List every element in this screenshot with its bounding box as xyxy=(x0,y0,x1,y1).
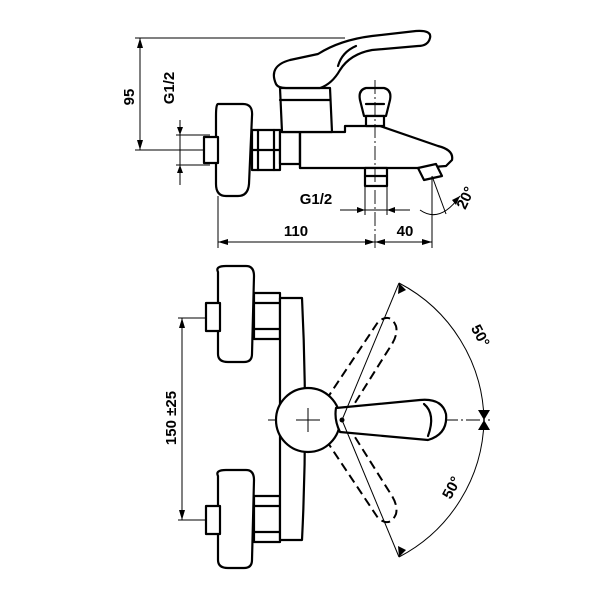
angle-arrow-top xyxy=(398,283,406,294)
dim-150-arrow-bottom xyxy=(179,510,185,520)
lever-handle xyxy=(272,29,432,90)
dim-40-arrow-left xyxy=(375,239,385,245)
angle-20-arrow xyxy=(452,196,460,205)
angle-bottom-label: 50° xyxy=(439,474,465,502)
dim-110-arrow-left xyxy=(218,239,228,245)
angle-arrow-bottom xyxy=(398,546,406,557)
upper-hex-nut xyxy=(252,291,282,341)
dim-g12-left-label: G1/2 xyxy=(161,72,178,105)
dim-g12-bottom-arrow-right xyxy=(387,207,395,213)
dim-40-label: 40 xyxy=(397,223,414,240)
lever-center-position xyxy=(334,398,448,442)
dim-g12-left-arrow-bottom xyxy=(177,165,183,173)
lower-hex-nut xyxy=(252,494,282,544)
cartridge-housing xyxy=(278,86,334,134)
front-view: 150 ±25 xyxy=(163,264,493,570)
dim-150-arrow-top xyxy=(179,318,185,328)
angle-top-label: 50° xyxy=(467,322,493,350)
angle-20-label: 20° xyxy=(453,184,478,212)
dim-110-label: 110 xyxy=(284,223,308,240)
dim-110-arrow-right xyxy=(365,239,375,245)
angle-ray-bottom xyxy=(341,419,400,558)
dim-95-arrow-top xyxy=(137,38,143,48)
lever-position-down xyxy=(325,425,398,524)
lever-position-up xyxy=(325,316,398,415)
dim-95-arrow-bottom xyxy=(137,140,143,150)
wall-flange xyxy=(214,102,254,198)
lower-flange xyxy=(216,468,256,570)
angle-arrow-mid-bottom xyxy=(478,420,490,430)
dim-95-label: 95 xyxy=(121,89,138,106)
angle-arc-top xyxy=(398,282,485,421)
angle-ray-top xyxy=(341,282,400,421)
lever-tip-curve xyxy=(422,402,433,438)
connector-stub-left xyxy=(202,135,220,165)
angle-arc-bottom xyxy=(398,419,485,558)
lower-connector-stub xyxy=(204,504,222,536)
dim-g12-bottom-label: G1/2 xyxy=(300,191,333,208)
spout-aerator xyxy=(416,162,444,182)
lever-handle-crease xyxy=(336,44,358,68)
angle-20-ref-tilted xyxy=(431,175,447,215)
dim-g12-left-arrow-top xyxy=(177,127,183,135)
dim-150-label: 150 ±25 xyxy=(163,391,180,445)
dim-g12-bottom-arrow-left xyxy=(357,207,365,213)
dim-40-arrow-right xyxy=(422,239,432,245)
upper-connector-stub xyxy=(204,301,222,333)
angle-arrow-mid-top xyxy=(478,410,490,420)
side-view: 95 G1/2 xyxy=(121,29,478,250)
upper-flange xyxy=(216,264,256,364)
body-coupling xyxy=(278,130,302,166)
